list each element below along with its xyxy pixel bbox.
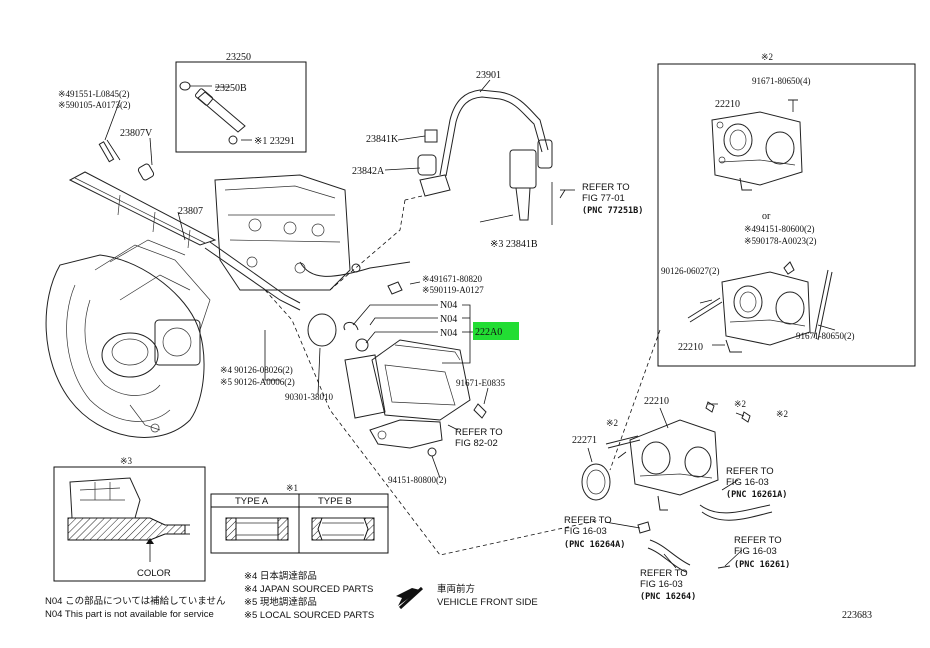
- legend-japan-jp: ※4 日本調達部品: [244, 570, 317, 582]
- mark-3: ※3: [120, 456, 133, 466]
- label-90126-a0006[interactable]: ※5 90126-A0006(2): [220, 377, 295, 387]
- legend-japan-en: ※4 JAPAN SOURCED PARTS: [244, 584, 373, 595]
- label-22210-a[interactable]: 22210: [715, 99, 740, 110]
- label-23841b[interactable]: ※3 23841B: [490, 239, 538, 250]
- label-or: or: [762, 211, 771, 222]
- front-label-en: VEHICLE FRONT SIDE: [437, 597, 538, 608]
- refer-16261-line2[interactable]: FIG 16-03: [734, 546, 777, 557]
- label-94151-80600[interactable]: ※494151-80600(2): [744, 224, 815, 234]
- refer-notes: REFER TO FIG 77-01 (PNC 77251B) REFER TO…: [455, 182, 790, 602]
- label-23250[interactable]: 23250: [226, 52, 251, 63]
- refer-16264a-line1[interactable]: REFER TO: [564, 515, 612, 526]
- label-90301[interactable]: 90301-38010: [285, 392, 333, 402]
- label-90119[interactable]: ※590119-A0127: [422, 285, 484, 295]
- mark-2-c: ※2: [776, 409, 788, 419]
- connector-detail-box: [53, 466, 206, 582]
- label-type-a: TYPE A: [235, 496, 269, 507]
- refer-16261-line1[interactable]: REFER TO: [734, 535, 782, 546]
- intake-manifold-drawing: [45, 174, 351, 438]
- connector-color-drawing: [67, 477, 190, 562]
- dashed-leader-throttle: [264, 289, 601, 556]
- leader-lines: [104, 79, 566, 479]
- fuel-pipe: [299, 261, 411, 277]
- part-labels: 23250 23250B ※1 23291 ※491551-L0845(2) ※…: [58, 52, 872, 621]
- label-23291[interactable]: ※1 23291: [254, 136, 295, 147]
- refer-82-02-line2[interactable]: FIG 82-02: [455, 438, 498, 449]
- label-n04-1[interactable]: N04: [440, 300, 457, 311]
- label-23807[interactable]: 23807: [178, 206, 203, 217]
- dashed-leader-hose: [329, 199, 406, 291]
- label-23250b[interactable]: 23250B: [215, 83, 247, 94]
- label-91671-e0835[interactable]: 91671-E0835: [456, 378, 505, 388]
- throttle-body-option-b: [687, 261, 836, 353]
- o-ring-type-a: [225, 517, 289, 541]
- highlight-222a0[interactable]: [473, 322, 519, 340]
- refer-16261a-line1[interactable]: REFER TO: [726, 466, 774, 477]
- o-ring-type-b: [311, 517, 375, 541]
- diagram-number: 223683: [842, 610, 872, 621]
- label-n04-2[interactable]: N04: [440, 314, 457, 325]
- front-label-jp: 車両前方: [437, 583, 475, 595]
- label-22210-b[interactable]: 22210: [678, 342, 703, 353]
- refer-16264-pnc[interactable]: (PNC 16264): [640, 592, 696, 602]
- mark-2-a: ※2: [606, 418, 618, 428]
- refer-16261-pnc[interactable]: (PNC 16261): [734, 560, 790, 570]
- n04-note-en: N04 This part is not available for servi…: [45, 609, 214, 620]
- n04-note-jp: N04 この部品については補給していません: [45, 595, 226, 607]
- throttle-body-lower-drawing: [581, 401, 773, 573]
- label-91551[interactable]: ※491551-L0845(2): [58, 89, 130, 99]
- n04-leader-group: [352, 304, 473, 364]
- mark-1: ※1: [286, 483, 298, 493]
- refer-16264a-line2[interactable]: FIG 16-03: [564, 526, 607, 537]
- label-90105[interactable]: ※590105-A0173(2): [58, 100, 131, 110]
- refer-77-01-line1[interactable]: REFER TO: [582, 182, 630, 193]
- refer-82-02-line1[interactable]: REFER TO: [455, 427, 503, 438]
- mark-2-b: ※2: [734, 399, 746, 409]
- throttle-body-option-a: [711, 99, 803, 191]
- label-22271[interactable]: 22271: [572, 435, 597, 446]
- label-type-b: TYPE B: [318, 496, 352, 507]
- throttle-body-center-drawing: [307, 313, 487, 457]
- label-222a0[interactable]: 222A0: [475, 327, 502, 338]
- label-23842a[interactable]: 23842A: [352, 166, 385, 177]
- label-22210-c[interactable]: 22210: [644, 396, 669, 407]
- injector-detail-box: [175, 61, 307, 153]
- label-90126-08026[interactable]: ※4 90126-08026(2): [220, 365, 293, 375]
- legend-local-jp: ※5 現地調達部品: [244, 596, 317, 608]
- refer-16264a-pnc[interactable]: (PNC 16264A): [564, 540, 625, 550]
- fuel-hose-drawing: [417, 89, 575, 225]
- legend-local-en: ※5 LOCAL SOURCED PARTS: [244, 610, 374, 621]
- label-94151-80800[interactable]: 94151-80800(2): [388, 475, 447, 485]
- label-91671-80820[interactable]: ※491671-80820: [422, 274, 483, 284]
- refer-16261a-pnc[interactable]: (PNC 16261A): [726, 490, 787, 500]
- label-590178[interactable]: ※590178-A0023(2): [744, 236, 817, 246]
- front-arrow-icon: [396, 588, 420, 606]
- refer-77-01-line2[interactable]: FIG 77-01: [582, 193, 625, 204]
- label-90126-06027[interactable]: 90126-06027(2): [661, 266, 720, 276]
- label-23901[interactable]: 23901: [476, 70, 501, 81]
- refer-16264-line1[interactable]: REFER TO: [640, 568, 688, 579]
- label-91671-80650-4[interactable]: 91671-80650(4): [752, 76, 811, 86]
- fuel-rail-drawing: [68, 139, 301, 311]
- label-color: COLOR: [137, 568, 171, 579]
- legend: ※4 日本調達部品 ※4 JAPAN SOURCED PARTS ※5 現地調達…: [45, 570, 538, 621]
- label-91671-80650-2[interactable]: 91671-80650(2): [796, 331, 855, 341]
- label-n04-3[interactable]: N04: [440, 328, 457, 339]
- label-23807v[interactable]: 23807V: [120, 128, 153, 139]
- mark-box2: ※2: [761, 52, 773, 62]
- label-23841k[interactable]: 23841K: [366, 134, 399, 145]
- refer-77-01-pnc[interactable]: (PNC 77251B): [582, 206, 643, 216]
- refer-16261a-line2[interactable]: FIG 16-03: [726, 477, 769, 488]
- throttle-body-options-box: [657, 63, 916, 367]
- refer-16264-line2[interactable]: FIG 16-03: [640, 579, 683, 590]
- injector-drawing: [179, 81, 246, 145]
